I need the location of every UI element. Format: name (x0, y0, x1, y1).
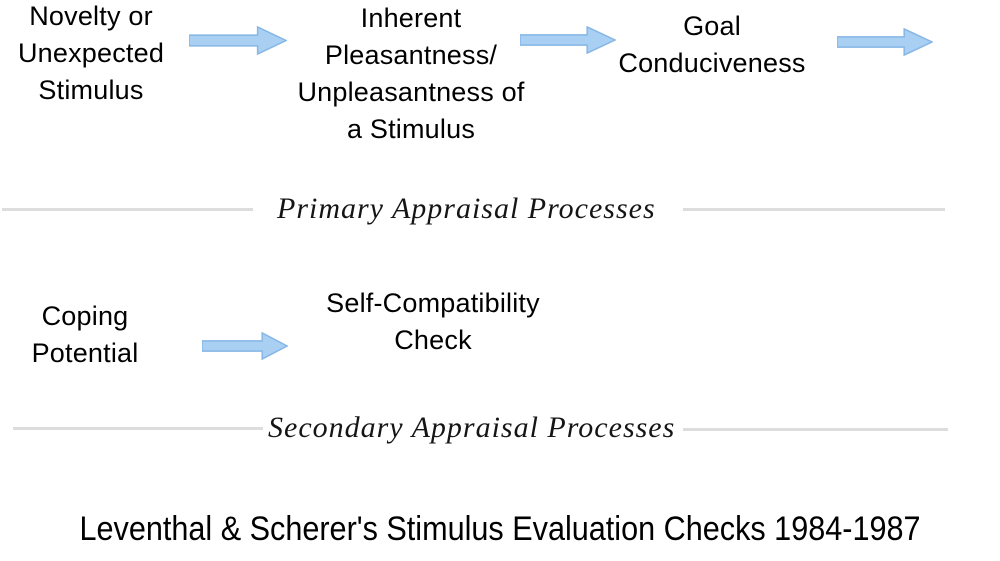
diagram-caption: Leventhal & Scherer's Stimulus Evaluatio… (79, 510, 921, 548)
right-block-arrow-icon (520, 26, 616, 54)
right-block-arrow-icon (189, 26, 287, 55)
primary-divider-line-left (2, 208, 253, 211)
primary-divider-line-right (683, 208, 945, 211)
node-self-compatibility-check: Self-Compatibility Check (326, 288, 540, 355)
right-block-arrow-icon (837, 28, 933, 56)
secondary-divider-line-left (13, 427, 263, 430)
node-inherent-pleasantness: Inherent Pleasantness/ Unpleasantness of… (297, 3, 525, 144)
primary-divider-label: Primary Appraisal Processes (277, 192, 656, 225)
node-coping-potential: Coping Potential (31, 301, 139, 368)
right-block-arrow-icon (202, 332, 288, 360)
node-novelty-stimulus: Novelty or Unexpected Stimulus (17, 1, 165, 105)
secondary-divider-label: Secondary Appraisal Processes (268, 411, 676, 444)
node-goal-conduciveness: Goal Conduciveness (618, 11, 806, 78)
secondary-divider-line-right (683, 428, 948, 431)
